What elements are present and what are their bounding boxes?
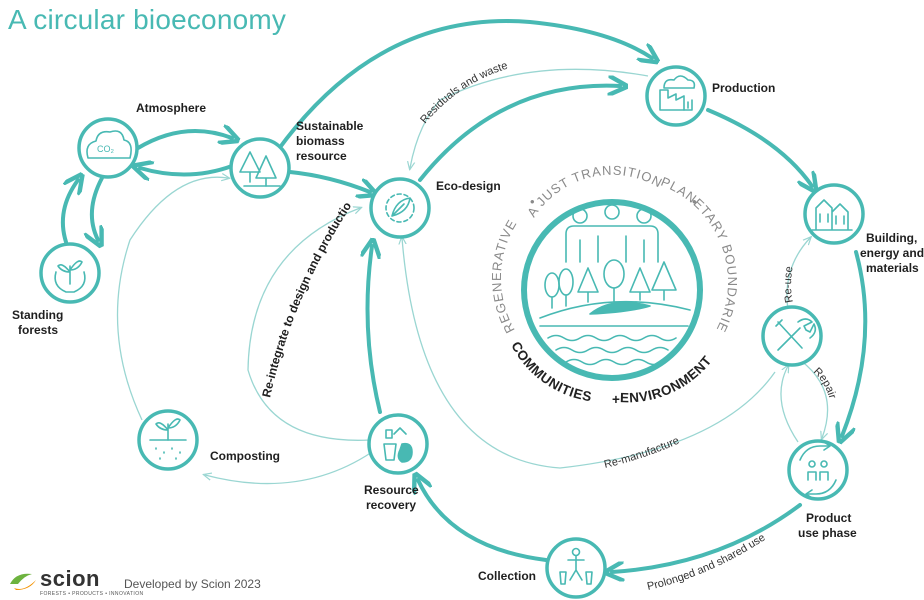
- use-to-collection-flow: [612, 503, 802, 572]
- tools-icon: [775, 318, 817, 351]
- collection-to-recovery-flow: [418, 480, 548, 562]
- remanufacture-label: Re-manufacture: [603, 435, 681, 471]
- node-eco-design[interactable]: [369, 177, 431, 239]
- node-collection[interactable]: [545, 537, 607, 599]
- node-repair-tools[interactable]: [761, 305, 823, 367]
- people-cycle-icon: [799, 441, 837, 499]
- composting-return-line: [116, 177, 229, 421]
- repair-flow-line: [799, 359, 829, 438]
- forests-to-atmosphere-flow: [60, 180, 78, 244]
- repair-label: Repair: [811, 366, 838, 401]
- scion-tagline: FORESTS • PRODUCTS • INNOVATION: [40, 591, 144, 597]
- atmosphere-to-forests-flow: [92, 176, 104, 240]
- forest-landscape-icon: [539, 259, 691, 319]
- hands-seedling-icon: [54, 260, 86, 293]
- center-ring: [521, 199, 703, 381]
- atmosphere-to-biomass-flow: [136, 131, 232, 150]
- community-people-icon: [565, 204, 659, 263]
- regenerative-text: REGENERATIVE: [489, 217, 520, 336]
- product-use-label: Product use phase: [798, 511, 857, 540]
- buildings-icon: [811, 199, 853, 231]
- composting-label: Composting: [210, 449, 280, 463]
- page-title: A circular bioeconomy: [8, 4, 287, 35]
- node-composting[interactable]: [137, 409, 199, 471]
- separator-dot-left: •: [530, 194, 536, 209]
- main-flows: [60, 19, 868, 572]
- reuse-flow-line: [786, 238, 810, 311]
- production-label: Production: [712, 81, 775, 95]
- secondary-flows: [116, 68, 829, 485]
- node-standing-forests[interactable]: [39, 242, 101, 304]
- recycling-bag-icon: [383, 427, 413, 463]
- plus-text: +: [612, 392, 620, 407]
- repair-return-line: [780, 366, 799, 443]
- node-production[interactable]: [645, 65, 707, 127]
- biomass-to-atmosphere-flow: [140, 166, 234, 175]
- node-building[interactable]: [803, 183, 865, 245]
- recovery-to-compost-line: [205, 451, 373, 485]
- node-resource-recovery[interactable]: [367, 413, 429, 475]
- factory-icon: [659, 75, 696, 111]
- co2-text: CO₂: [97, 144, 115, 154]
- water-waves-icon: [539, 325, 689, 366]
- reintegrate-label: Re-integrate to design and production: [0, 0, 354, 399]
- gear-leaf-icon: [385, 193, 415, 223]
- ecodesign-to-production-flow: [418, 86, 620, 182]
- eco-design-label: Eco-design: [436, 179, 501, 193]
- reintegrate-flow-line: [247, 208, 371, 441]
- standing-forests-label: Standing forests: [12, 308, 67, 337]
- node-product-use[interactable]: [787, 439, 849, 501]
- co2-cloud-icon: [86, 130, 132, 159]
- trees-icon: [239, 151, 281, 187]
- node-atmosphere[interactable]: CO₂: [77, 117, 139, 179]
- biomass-to-ecodesign-flow: [288, 170, 370, 192]
- scion-logo-text: scion: [40, 566, 100, 591]
- scion-logo-mark: [10, 573, 36, 590]
- remanufacture-flow-line: [402, 238, 776, 469]
- resource-recovery-label: Resource recovery: [364, 483, 422, 512]
- building-to-use-flow: [842, 250, 868, 436]
- building-label: Building, energy and materials: [860, 231, 924, 275]
- prolonged-use-label: Prolonged and shared use: [646, 532, 768, 593]
- atmosphere-label: Atmosphere: [136, 101, 206, 115]
- node-sustainable-biomass[interactable]: [229, 137, 291, 199]
- production-to-building-flow: [706, 108, 812, 186]
- residuals-flow-line: [410, 68, 649, 168]
- sprout-soil-icon: [149, 418, 187, 460]
- reuse-label: Re-use: [782, 266, 796, 304]
- person-bins-icon: [559, 547, 593, 585]
- collection-label: Collection: [478, 569, 536, 583]
- recovery-to-ecodesign-flow: [368, 246, 381, 414]
- separator-dot-right: •: [692, 194, 698, 209]
- credit-text: Developed by Scion 2023: [124, 577, 261, 591]
- sustainable-biomass-label: Sustainable biomass resource: [296, 119, 367, 163]
- biomass-to-production-flow: [276, 19, 652, 152]
